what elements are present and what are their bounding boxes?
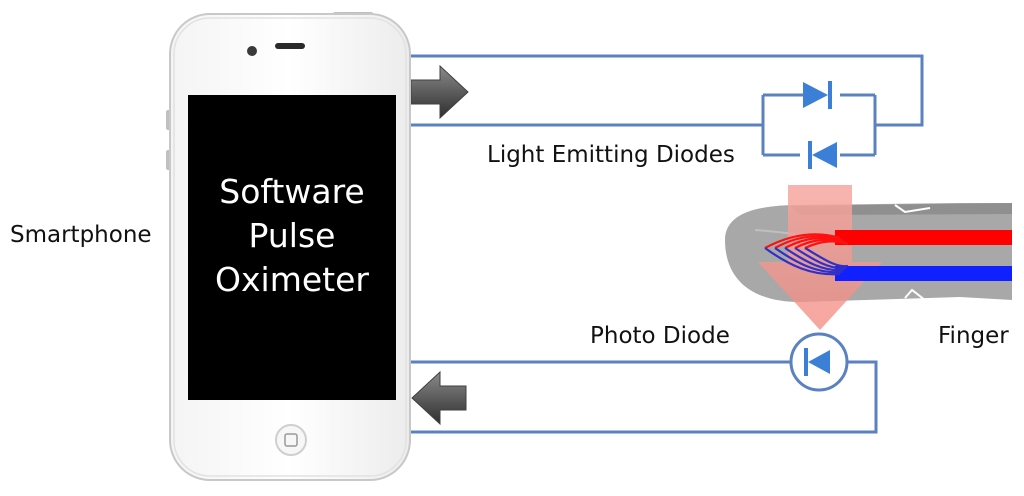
screen-line-1: Software xyxy=(219,172,365,211)
finger-label: Finger xyxy=(938,323,1009,349)
diode-right-icon xyxy=(800,81,832,109)
photodiode-icon xyxy=(789,332,849,392)
screen-text: Software Pulse Oximeter xyxy=(188,170,396,302)
smartphone-label: Smartphone xyxy=(10,222,152,248)
blood-vessels xyxy=(764,230,1012,281)
photodiode-circuit-wires xyxy=(410,360,878,434)
screen-line-3: Oximeter xyxy=(215,260,369,299)
led-label: Light Emitting Diodes xyxy=(487,142,735,168)
arrow-left-icon xyxy=(411,370,467,426)
screen-line-2: Pulse xyxy=(248,216,336,255)
finger-illustration xyxy=(725,203,1012,302)
home-button xyxy=(275,424,307,456)
arrow-right-icon xyxy=(410,64,469,120)
phone-screen xyxy=(188,95,396,400)
led-circuit-wires xyxy=(410,54,924,157)
diode-left-icon xyxy=(808,141,837,169)
photo-diode-label: Photo Diode xyxy=(590,323,730,349)
smartphone xyxy=(166,12,411,481)
